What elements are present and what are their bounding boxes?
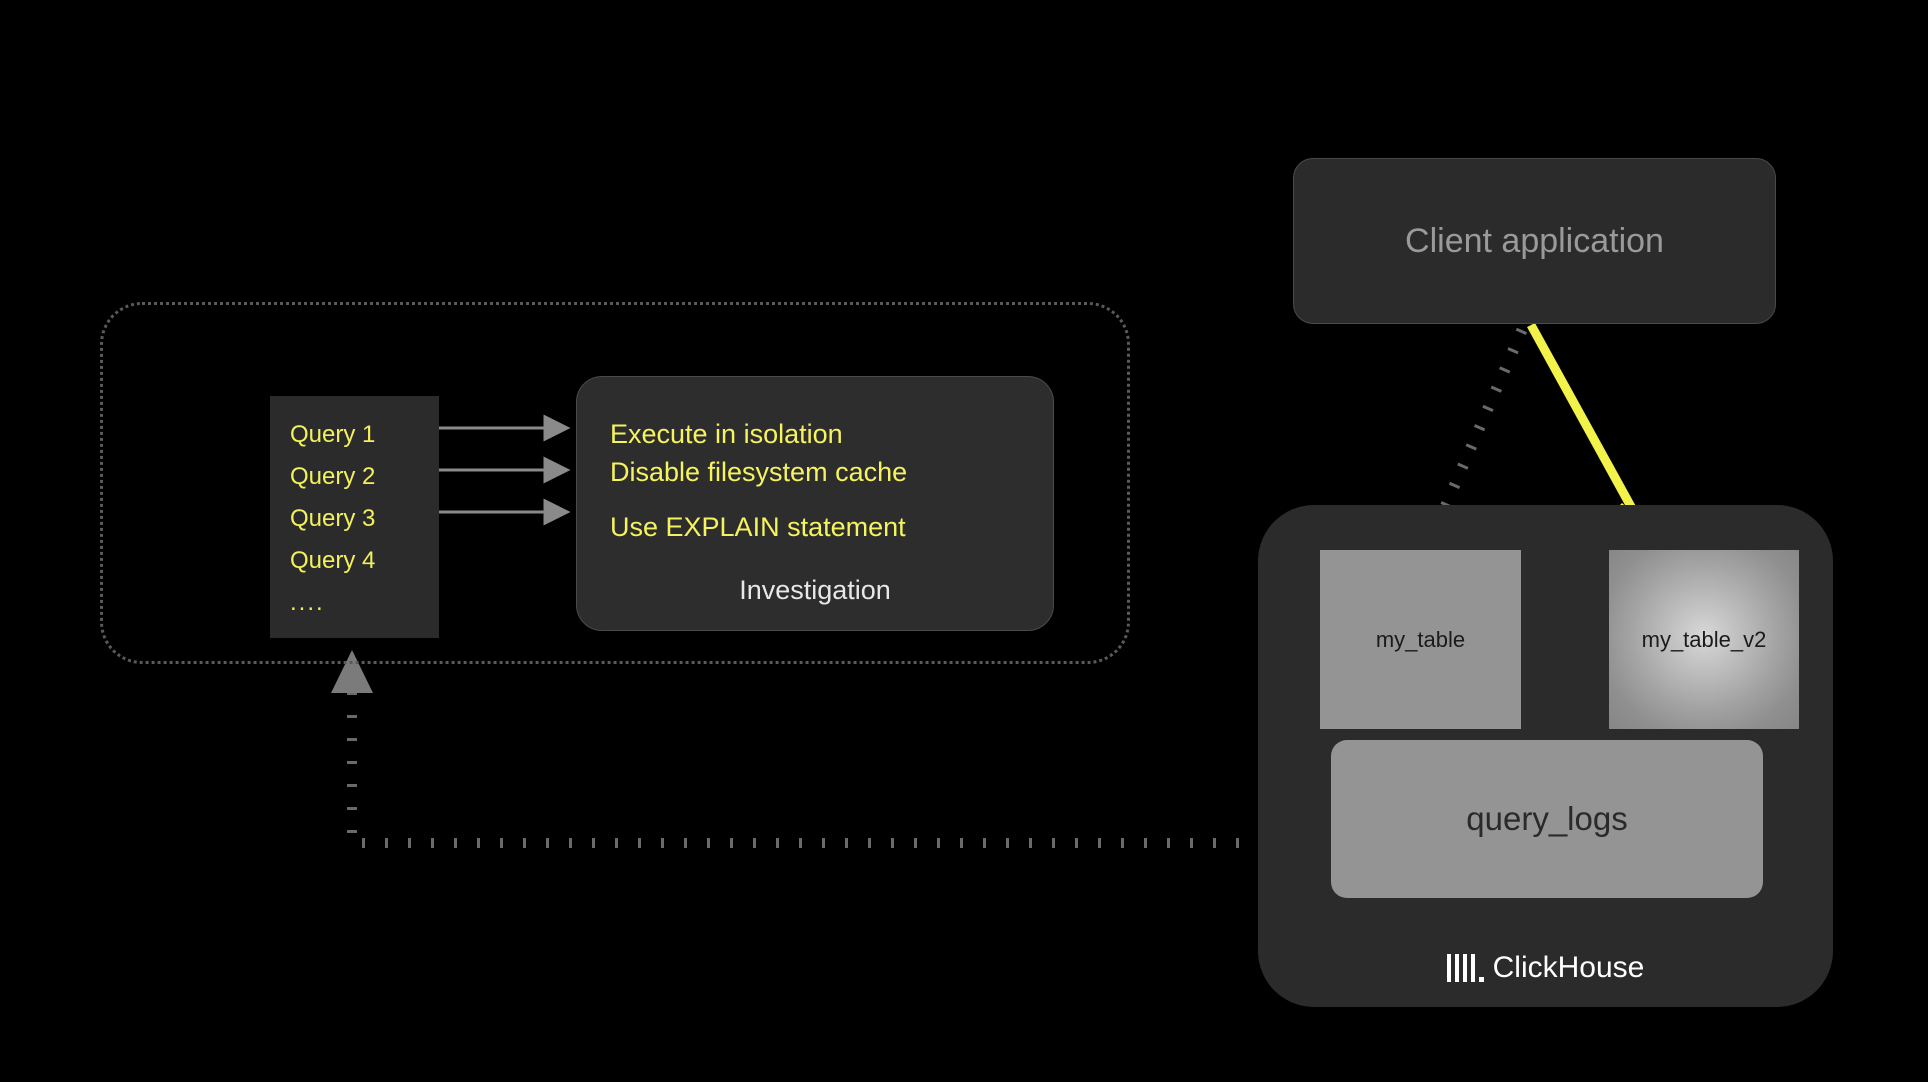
table-my-table[interactable]: my_table: [1320, 550, 1521, 729]
client-application-box: Client application: [1293, 158, 1776, 324]
query-list-ellipsis: ....: [290, 589, 325, 616]
investigation-tips: Execute in isolation Disable filesystem …: [610, 415, 1030, 546]
investigation-group-boundary: [100, 302, 1130, 664]
list-item[interactable]: Query 3: [290, 505, 376, 532]
query-list-box: Query 1 Query 2 Query 3 Query 4 ....: [270, 396, 439, 638]
list-item[interactable]: Query 4: [290, 547, 376, 574]
table-my-table-v2[interactable]: my_table_v2: [1609, 550, 1799, 729]
table-query-logs[interactable]: query_logs: [1331, 740, 1763, 898]
client-application-label: Client application: [1405, 221, 1664, 260]
investigation-tip: Disable filesystem cache: [610, 457, 908, 487]
list-item[interactable]: Query 2: [290, 463, 376, 490]
investigation-tip: Use EXPLAIN statement: [610, 512, 906, 542]
table-label: query_logs: [1466, 800, 1628, 837]
table-label: my_table: [1375, 626, 1466, 652]
connector-client-to-my-table: [1437, 327, 1528, 515]
clickhouse-bars-icon: [1446, 954, 1484, 982]
clickhouse-logo: ClickHouse: [1258, 951, 1833, 985]
connector-client-to-my-table-v2: [1527, 322, 1644, 526]
clickhouse-wordmark: ClickHouse: [1492, 951, 1645, 984]
list-item[interactable]: Query 1: [290, 421, 376, 448]
investigation-tip: Execute in isolation: [610, 419, 843, 449]
connector-query-logs-to-query-list: [347, 655, 1331, 848]
investigation-panel-title: Investigation: [739, 575, 891, 605]
table-label: my_table_v2: [1641, 626, 1767, 652]
clickhouse-container: my_table my_table_v2 query_logs ClickHou…: [1258, 505, 1833, 1007]
investigation-panel: Execute in isolation Disable filesystem …: [576, 376, 1054, 631]
